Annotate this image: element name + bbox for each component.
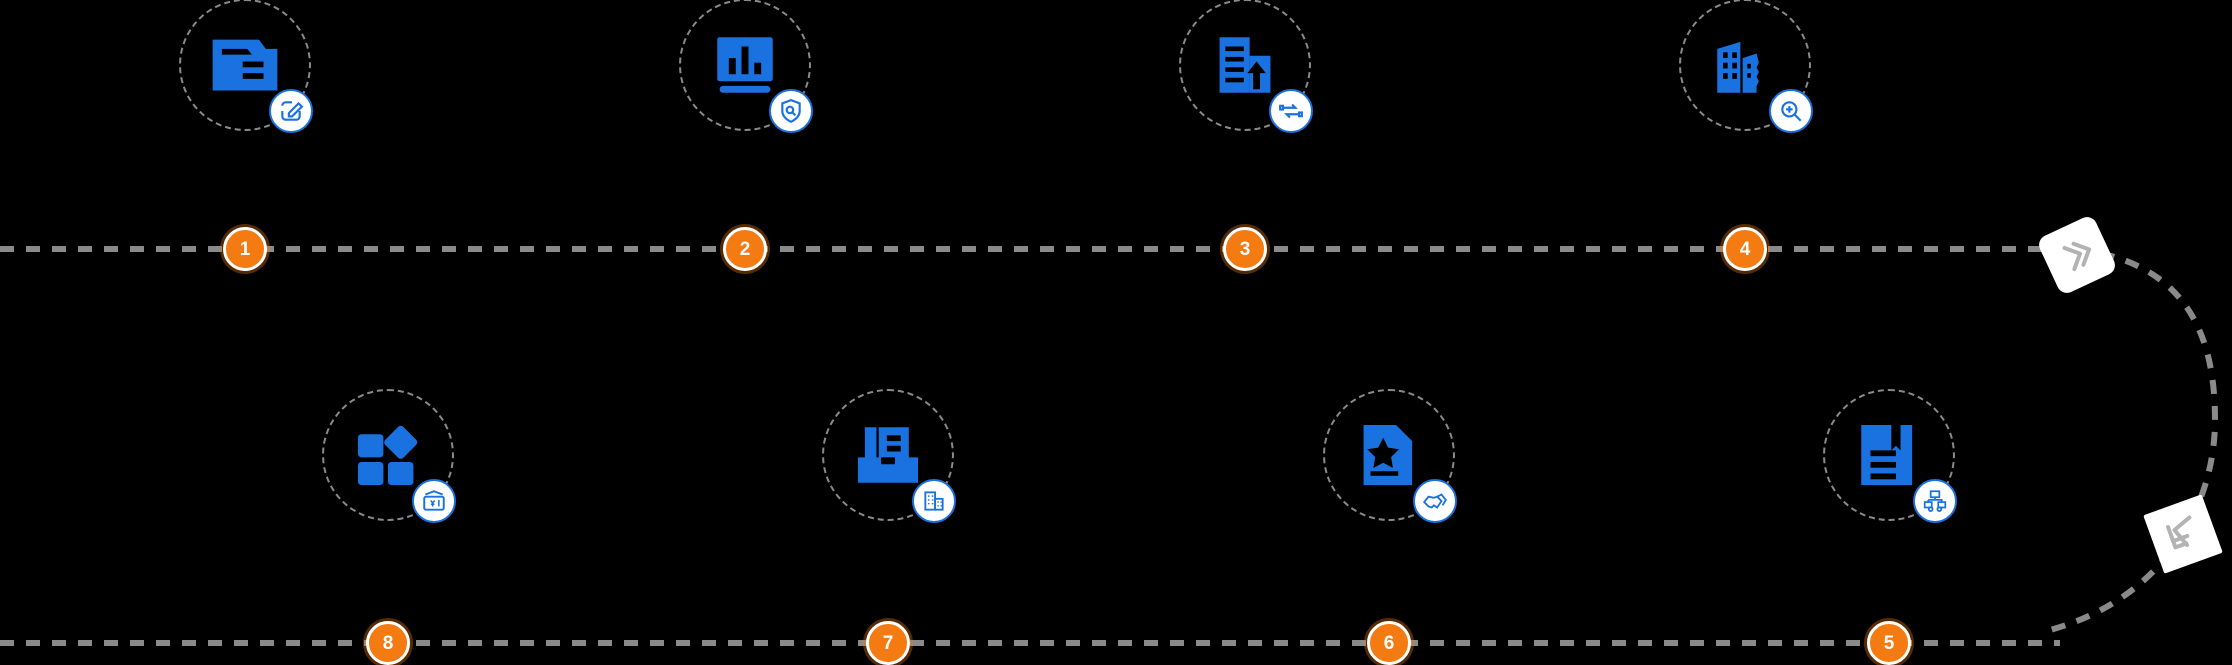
step-marker-label: 1 (239, 238, 251, 260)
city-buildings-icon (1708, 28, 1782, 102)
track-return-curve (2049, 246, 2219, 633)
team-group-icon[interactable] (1913, 479, 1957, 523)
step-marker-1[interactable]: 1 (223, 227, 267, 271)
step-marker-label: 6 (1383, 632, 1395, 654)
edit-square-icon[interactable] (269, 89, 313, 133)
step-node-8[interactable] (322, 389, 456, 523)
step-marker-8[interactable]: 8 (366, 621, 410, 665)
node-dashed-ring (1679, 0, 1811, 131)
step-marker-5[interactable]: 5 (1867, 621, 1911, 665)
shield-search-icon[interactable] (769, 89, 813, 133)
return-chevron-tile (2143, 494, 2223, 574)
star-certificate-icon (1352, 418, 1426, 492)
step-node-3[interactable] (1179, 0, 1313, 133)
node-dashed-ring (679, 0, 811, 131)
step-node-6[interactable] (1323, 389, 1457, 523)
node-dashed-ring (822, 389, 954, 521)
modules-blocks-icon (351, 418, 425, 492)
step-node-4[interactable] (1679, 0, 1813, 133)
double-chevron-right-icon (2062, 241, 2092, 272)
node-dashed-ring (179, 0, 311, 131)
forward-chevron-tile (2035, 213, 2119, 297)
step-marker-label: 3 (1239, 238, 1251, 260)
node-dashed-ring (1823, 389, 1955, 521)
building-icon[interactable] (912, 479, 956, 523)
node-dashed-ring (322, 389, 454, 521)
step-node-5[interactable] (1823, 389, 1957, 523)
step-marker-label: 2 (739, 238, 751, 260)
money-wallet-yen-icon[interactable] (412, 479, 456, 523)
step-node-7[interactable] (822, 389, 956, 523)
step-marker-label: 4 (1739, 238, 1751, 260)
magnifier-plus-icon[interactable] (1769, 89, 1813, 133)
data-exchange-arrows-icon[interactable] (1269, 89, 1313, 133)
document-folder-icon (208, 28, 282, 102)
step-node-2[interactable] (679, 0, 813, 133)
step-node-1[interactable] (179, 0, 313, 133)
archive-inbox-icon (851, 418, 925, 492)
step-marker-7[interactable]: 7 (866, 621, 910, 665)
node-dashed-ring (1179, 0, 1311, 131)
document-upload-icon (1208, 28, 1282, 102)
step-marker-6[interactable]: 6 (1367, 621, 1411, 665)
bar-chart-board-icon (708, 28, 782, 102)
node-dashed-ring (1323, 389, 1455, 521)
step-marker-label: 5 (1883, 632, 1895, 654)
step-marker-3[interactable]: 3 (1223, 227, 1267, 271)
handshake-icon[interactable] (1413, 479, 1457, 523)
step-marker-label: 7 (882, 632, 894, 654)
step-marker-4[interactable]: 4 (1723, 227, 1767, 271)
step-marker-label: 8 (382, 632, 394, 654)
bookmarked-document-icon (1852, 418, 1926, 492)
step-marker-2[interactable]: 2 (723, 227, 767, 271)
double-chevron-down-left-icon (2166, 515, 2192, 550)
